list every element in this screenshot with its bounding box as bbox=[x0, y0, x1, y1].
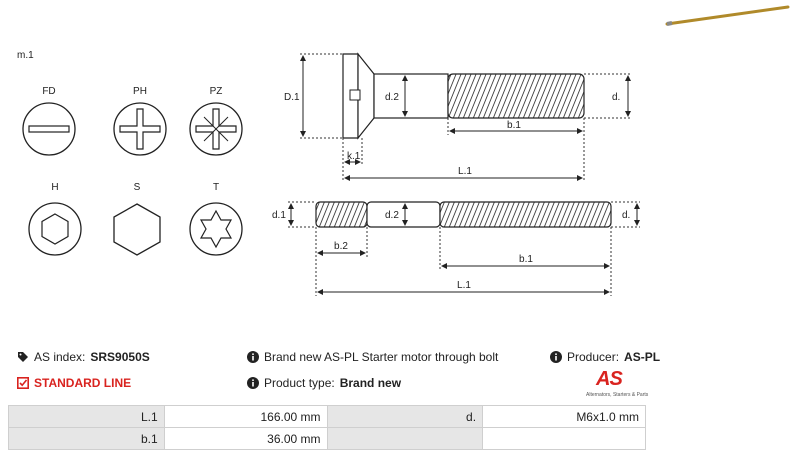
as-index-row: AS index: SRS9050S bbox=[17, 350, 150, 364]
section-label: m.1 bbox=[17, 50, 34, 61]
head-label-t: T bbox=[213, 182, 219, 193]
producer-value: AS-PL bbox=[624, 350, 661, 364]
head-label-ph: PH bbox=[133, 86, 147, 97]
head-label-h: H bbox=[51, 182, 58, 193]
spec-key: L.1 bbox=[8, 405, 165, 428]
table-row: b.1 36.00 mm bbox=[8, 427, 646, 450]
description-text: Brand new AS-PL Starter motor through bo… bbox=[264, 350, 499, 364]
hex-head-icon bbox=[113, 203, 161, 256]
as-pl-logo: AS Alternators, Starters & Parts bbox=[586, 368, 649, 402]
dim-label-D1: D.1 bbox=[284, 92, 300, 103]
product-thumbnail bbox=[665, 5, 790, 26]
head-label-s: S bbox=[134, 182, 141, 193]
spec-key: b.1 bbox=[8, 427, 165, 450]
description-row: Brand new AS-PL Starter motor through bo… bbox=[247, 350, 498, 364]
spec-key: d. bbox=[326, 405, 484, 428]
hex-socket-head-icon bbox=[28, 202, 82, 256]
spec-value: 36.00 mm bbox=[163, 427, 328, 450]
standard-line-label: STANDARD LINE bbox=[34, 376, 132, 390]
dim-label-d2: d.2 bbox=[385, 92, 399, 103]
head-label-pz: PZ bbox=[210, 86, 223, 97]
head-label-fd: FD bbox=[42, 86, 55, 97]
product-type-label: Product type: bbox=[264, 376, 335, 390]
producer-label: Producer: bbox=[567, 350, 620, 364]
as-index-value: SRS9050S bbox=[90, 350, 150, 364]
dim-label-stud-L1: L.1 bbox=[457, 280, 471, 291]
dim-label-stud-d1: d.1 bbox=[272, 210, 286, 221]
logo-text: AS bbox=[596, 368, 623, 390]
torx-head-icon bbox=[189, 202, 243, 256]
flat-slot-head-icon bbox=[22, 102, 76, 156]
table-row: L.1 166.00 mm d. M6x1.0 mm bbox=[8, 405, 646, 428]
tags-icon bbox=[18, 352, 28, 362]
dim-label-stud-d2: d.2 bbox=[385, 210, 399, 221]
technical-diagram: m.1 FD PH PZ H S T bbox=[17, 5, 790, 296]
spec-value bbox=[482, 427, 646, 450]
spec-value: 166.00 mm bbox=[163, 405, 328, 428]
dim-label-stud-b2: b.2 bbox=[334, 241, 348, 252]
dim-label-stud-d: d. bbox=[622, 210, 630, 221]
dim-label-k1: k.1 bbox=[347, 151, 361, 162]
info-circle-icon bbox=[247, 377, 259, 389]
as-index-label: AS index: bbox=[34, 350, 86, 364]
pozidriv-head-icon bbox=[189, 102, 243, 156]
specs-table: L.1 166.00 mm d. M6x1.0 mm b.1 36.00 mm bbox=[8, 405, 646, 450]
spec-value: M6x1.0 mm bbox=[482, 405, 646, 428]
standard-line-row: STANDARD LINE bbox=[17, 376, 131, 390]
dim-label-L1: L.1 bbox=[458, 166, 472, 177]
stud-bolt-drawing bbox=[288, 201, 640, 296]
info-circle-icon bbox=[550, 351, 562, 363]
dim-label-d: d. bbox=[612, 92, 620, 103]
info-circle-icon bbox=[247, 351, 259, 363]
dim-label-stud-b1: b.1 bbox=[519, 254, 533, 265]
dim-label-b1: b.1 bbox=[507, 120, 521, 131]
spec-key bbox=[326, 427, 484, 450]
product-type-value: Brand new bbox=[339, 376, 402, 390]
countersunk-bolt-drawing bbox=[300, 52, 632, 182]
phillips-head-icon bbox=[113, 102, 167, 156]
producer-row: Producer: AS-PL bbox=[550, 350, 660, 364]
product-type-row: Product type: Brand new bbox=[247, 376, 401, 390]
checkbox-checked-icon bbox=[17, 377, 29, 389]
logo-tagline: Alternators, Starters & Parts bbox=[586, 392, 649, 398]
